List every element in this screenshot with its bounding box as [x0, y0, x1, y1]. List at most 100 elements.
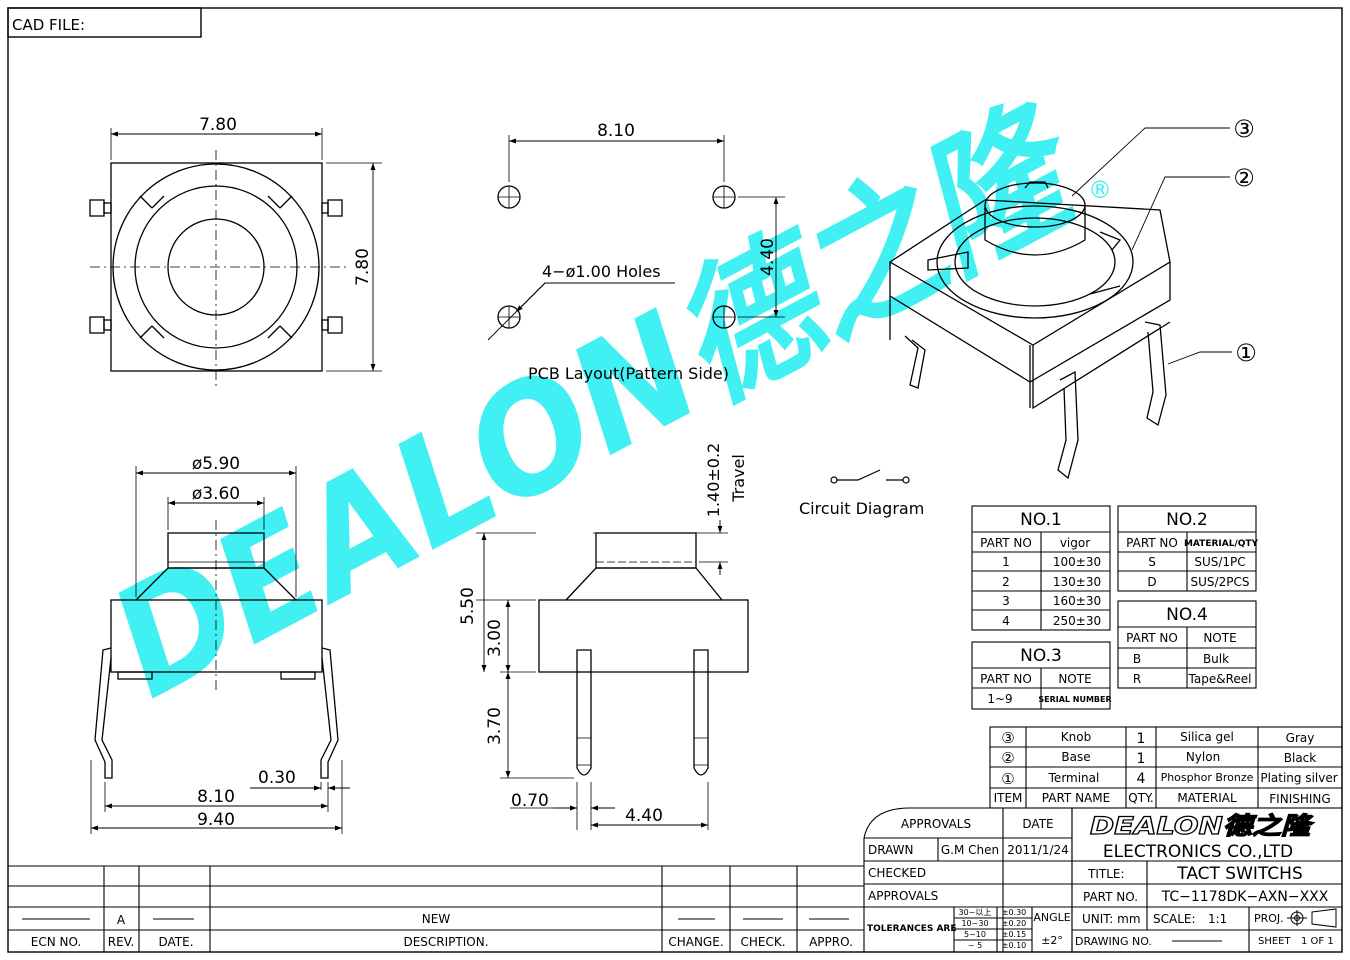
bom-qty: 1 — [1137, 731, 1146, 747]
tb-approvals-header: APPROVALS — [901, 817, 971, 831]
front-total-width: 9.40 — [197, 810, 235, 830]
tb-part-label: PART NO. — [1083, 890, 1138, 904]
no1-cell: 2 — [1002, 575, 1010, 589]
tb-date-header: DATE — [1022, 817, 1053, 831]
title-block — [863, 807, 1342, 952]
front-pin-gap: 0.30 — [258, 768, 296, 788]
pcb-spacing-x: 8.10 — [597, 121, 635, 141]
bom-header-qty: QTY. — [1128, 791, 1154, 805]
iso-view — [888, 127, 1232, 480]
top-view — [89, 128, 382, 390]
callout-2: ② — [1233, 164, 1255, 192]
tb-tolerances-label: TOLERANCES ARE — [867, 924, 957, 934]
top-height-dim: 7.80 — [353, 248, 373, 286]
no2-header-part: PART NO — [1126, 536, 1178, 550]
tb-title: TACT SWITCHS — [1176, 864, 1303, 884]
no1-cell: 160±30 — [1053, 594, 1101, 608]
no2-title: NO.2 — [1166, 510, 1208, 530]
no3-header-note: NOTE — [1058, 672, 1091, 686]
rev-header-check: CHECK. — [740, 935, 785, 949]
bom-qty: 1 — [1137, 751, 1146, 767]
no1-cell: 4 — [1002, 614, 1010, 628]
rev-letter: A — [117, 913, 126, 927]
rev-description: NEW — [422, 912, 451, 926]
tb-logo: DEALON德之隆 — [1090, 812, 1315, 840]
rev-header-rev: REV. — [108, 935, 134, 949]
no4-cell: Bulk — [1203, 652, 1229, 666]
watermark-text: DEALON德之隆 — [85, 77, 1110, 732]
front-view — [90, 466, 350, 834]
bom-finishing: Plating silver — [1260, 771, 1337, 785]
tb-drawn-label: DRAWN — [868, 843, 914, 857]
rev-header-ecn: ECN NO. — [31, 935, 82, 949]
side-travel-label: Travel — [729, 454, 748, 503]
registered-mark: ® — [1088, 176, 1112, 204]
tb-tol-range: 10~30 — [961, 919, 988, 928]
no2-cell: SUS/2PCS — [1191, 575, 1250, 589]
bom-item: ① — [1001, 770, 1014, 788]
no2-cell: D — [1147, 575, 1156, 589]
callout-1: ① — [1235, 339, 1257, 367]
tb-approvals-label: APPROVALS — [868, 889, 938, 903]
pcb-spacing-y: 4.40 — [758, 238, 778, 276]
bom-header-item: ITEM — [994, 791, 1023, 805]
no1-cell: 1 — [1002, 555, 1010, 569]
no4-header-part: PART NO — [1126, 631, 1178, 645]
tb-tol-range: 5~10 — [964, 930, 986, 939]
no2-header-material: MATERIAL/QTY — [1184, 539, 1259, 549]
rev-header-appro: APPRO. — [809, 935, 853, 949]
no1-title: NO.1 — [1020, 510, 1062, 530]
tb-proj-label: PROJ. — [1254, 912, 1284, 925]
tb-drawing-no-label: DRAWING NO. — [1075, 935, 1152, 948]
no4-cell: B — [1133, 652, 1141, 666]
bom-material: Silica gel — [1180, 730, 1234, 744]
no3-title: NO.3 — [1020, 646, 1062, 666]
no1-cell: 100±30 — [1053, 555, 1101, 569]
tb-company: ELECTRONICS CO.,LTD — [1103, 842, 1293, 862]
rev-header-description: DESCRIPTION. — [403, 935, 488, 949]
revision-strip — [8, 865, 864, 952]
projection-symbol-icon — [1287, 908, 1337, 928]
watermark: DEALON德之隆 — [85, 77, 1110, 732]
tb-title-label: TITLE: — [1087, 867, 1125, 881]
tb-angle-label: ANGLE — [1033, 911, 1070, 924]
pcb-holes-note: 4−ø1.00 Holes — [542, 262, 661, 281]
no3-cell: 1~9 — [987, 692, 1012, 706]
tb-tol-range: 30~以上 — [959, 908, 992, 917]
tb-tol-range: ~ 5 — [968, 941, 982, 950]
bom-header-material: MATERIAL — [1177, 791, 1237, 805]
pcb-caption: PCB Layout(Pattern Side) — [528, 364, 729, 383]
no1-header-part: PART NO — [980, 536, 1032, 550]
side-view — [476, 520, 749, 830]
side-pin-length: 3.70 — [485, 707, 505, 745]
no1-cell: 130±30 — [1053, 575, 1101, 589]
outer-frame — [7, 7, 1343, 953]
bom-part-name: Base — [1061, 750, 1090, 764]
callout-3: ③ — [1233, 115, 1255, 143]
rev-header-change: CHANGE. — [668, 935, 723, 949]
option-tables — [971, 505, 1257, 710]
no3-cell: SERIAL NUMBER — [1038, 695, 1111, 704]
pcb-layout — [487, 135, 785, 341]
front-inner-dia: ø3.60 — [192, 484, 240, 504]
tb-part-no: TC−1178DK−AXN−XXX — [1161, 889, 1329, 905]
tb-drawn-by: G.M Chen — [941, 843, 999, 857]
no1-header-vigor: vigor — [1060, 536, 1090, 550]
bom-finishing: Black — [1284, 751, 1317, 765]
bom-material: Nylon — [1186, 750, 1220, 764]
front-outer-dia: ø5.90 — [192, 454, 240, 474]
rev-header-date: DATE. — [158, 935, 193, 949]
cad-file-label: CAD FILE: — [12, 16, 85, 34]
bom-qty: 4 — [1137, 771, 1146, 787]
no4-title: NO.4 — [1166, 605, 1208, 625]
bom-part-name: Terminal — [1048, 771, 1100, 785]
side-travel-value: 1.40±0.2 — [704, 443, 723, 517]
tb-checked-label: CHECKED — [868, 866, 926, 880]
no3-header-part: PART NO — [980, 672, 1032, 686]
top-width-dim: 7.80 — [199, 115, 237, 135]
tb-sheet-count: 1 OF 1 — [1301, 936, 1334, 947]
tb-tol-value: ±0.20 — [1002, 919, 1027, 928]
no4-header-note: NOTE — [1203, 631, 1236, 645]
no1-cell: 250±30 — [1053, 614, 1101, 628]
